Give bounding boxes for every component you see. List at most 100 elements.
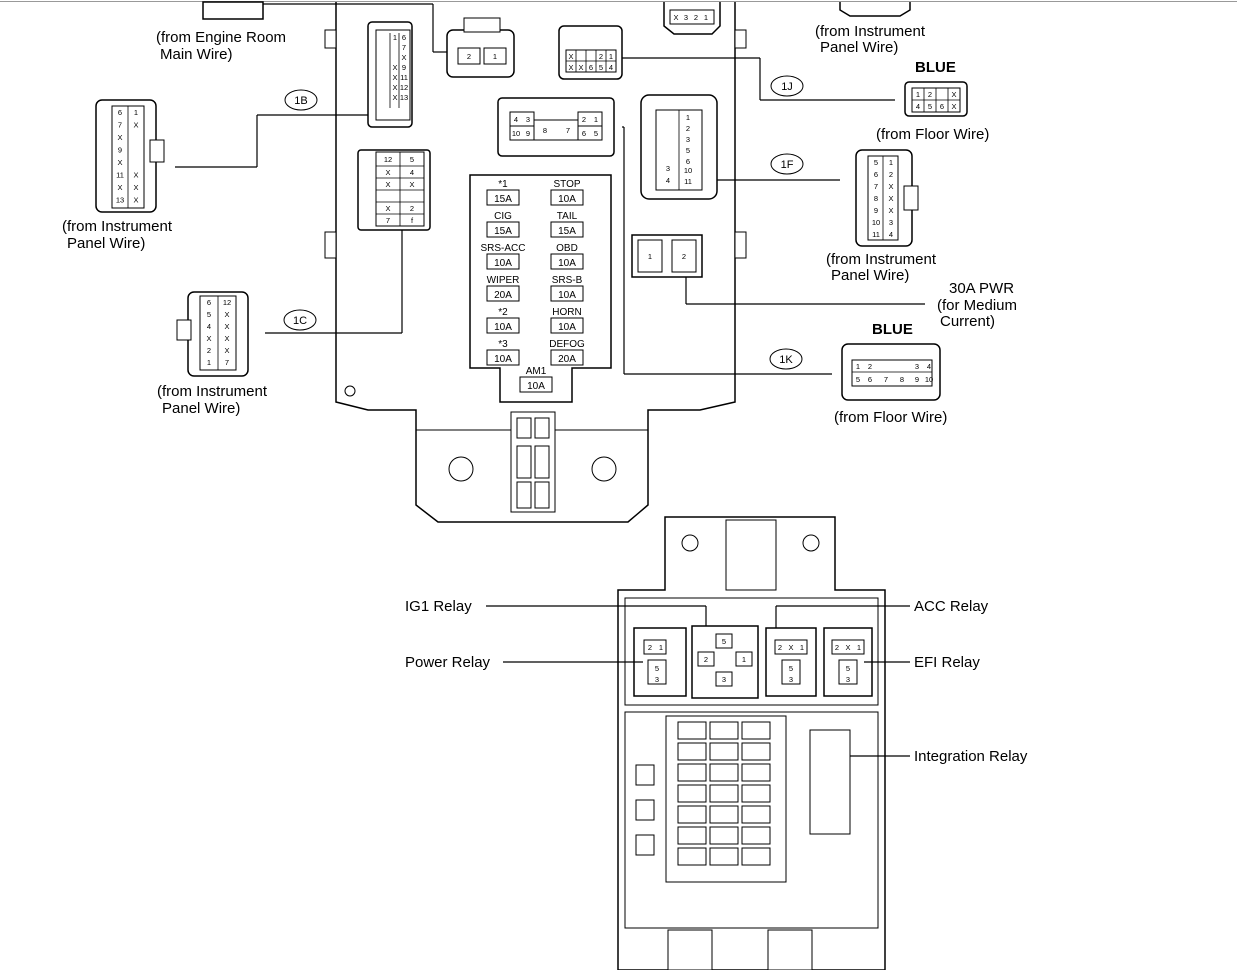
pin-label: 2 <box>889 170 893 179</box>
id-1j: 1J <box>770 75 804 97</box>
pin-label: 6 <box>589 63 593 72</box>
socket-1b: 1 6 7 X X 9 X 11 X 12 X 13 <box>367 21 413 128</box>
pin-label: 6 <box>118 108 122 117</box>
pin-label: X <box>951 90 956 99</box>
fuse-name: *2 <box>498 307 508 318</box>
pin-label: X <box>133 196 138 205</box>
power-relay-socket: 2 1 5 3 <box>633 627 687 697</box>
pin-label: 13 <box>116 196 124 205</box>
pin-label: 5 <box>655 664 659 673</box>
fuse-name: CIG <box>494 211 512 222</box>
pin-label: 3 <box>686 135 690 144</box>
connector-id: 1B <box>294 95 307 107</box>
pin-label: 2 <box>704 655 708 664</box>
wire-source-label: (from Floor Wire) <box>876 126 989 143</box>
pin-label: X <box>888 182 893 191</box>
socket-1c: 12 5 X 4 X X X 2 7 f <box>357 149 431 231</box>
fuse-rating: 10A <box>558 258 576 269</box>
relay-cell <box>741 721 771 740</box>
pin-label: X <box>568 52 573 61</box>
pin-label: 1 <box>134 108 138 117</box>
pin-label: 4 <box>410 168 414 177</box>
relay-cell <box>677 763 707 782</box>
relay-cell <box>709 742 739 761</box>
pin-label: X <box>117 183 122 192</box>
pin-label: 3 <box>655 675 659 684</box>
pin-label: X <box>117 158 122 167</box>
pin-label: 6 <box>874 170 878 179</box>
relay-cell <box>677 721 707 740</box>
ig1-relay-socket: 5 2 1 3 <box>691 625 759 699</box>
fuse-name: SRS-B <box>552 275 583 286</box>
pin-label: X <box>578 63 583 72</box>
pin-label: 6 <box>686 157 690 166</box>
pin-label: 1 <box>686 113 690 122</box>
pin-label: 6 <box>402 33 406 42</box>
pin-label: X <box>673 13 678 22</box>
fuse-name: *3 <box>498 339 508 350</box>
pin-label: X <box>392 63 397 72</box>
pin-label: 2 <box>694 13 698 22</box>
relay-cell <box>677 847 707 866</box>
pin-label: X <box>117 133 122 142</box>
pin-label: 1 <box>594 115 598 124</box>
pin-label: 5 <box>789 664 793 673</box>
wire-source-label: (from Engine Room <box>156 29 286 46</box>
acc-relay-socket: 2 X 1 5 3 <box>765 627 817 697</box>
fuse-rating: 10A <box>527 381 545 392</box>
pin-label: 2 <box>682 252 686 261</box>
pin-label: 9 <box>402 63 406 72</box>
pin-label: 5 <box>594 129 598 138</box>
pin-label: 9 <box>118 146 122 155</box>
wire-source-label: (from Instrument <box>62 218 173 235</box>
pin-label: 1 <box>207 358 211 367</box>
relay-cell <box>741 784 771 803</box>
relay-cell-grid <box>677 721 771 866</box>
pin-label: 11 <box>400 73 408 82</box>
pin-label: 3 <box>789 675 793 684</box>
pin-label: 10 <box>925 375 933 384</box>
pin-label: 9 <box>874 206 878 215</box>
pin-label: 10 <box>872 218 880 227</box>
pin-label: 1 <box>704 13 708 22</box>
pin-label: 2 <box>778 643 782 652</box>
pin-label: 7 <box>884 375 888 384</box>
connector-id: 1C <box>293 315 307 327</box>
relay-cell <box>677 784 707 803</box>
pin-label: f <box>411 216 414 225</box>
pin-label: 1 <box>856 362 860 371</box>
connector-1f <box>855 149 919 247</box>
wire-source-label: Main Wire) <box>160 46 233 63</box>
pin-label: X <box>888 206 893 215</box>
relay-cell <box>709 805 739 824</box>
fuse-rating: 10A <box>558 194 576 205</box>
fuse-rating: 10A <box>494 258 512 269</box>
relay-cell <box>741 805 771 824</box>
relay-cell <box>741 763 771 782</box>
fuse-name: STOP <box>553 179 580 190</box>
pin-label: X <box>224 310 229 319</box>
pin-label: X <box>788 643 793 652</box>
fuse-slot <box>550 221 584 238</box>
pin-label: X <box>224 322 229 331</box>
pin-label: 1 <box>742 655 746 664</box>
pin-label: 11 <box>872 230 880 239</box>
pin-label: 3 <box>526 115 530 124</box>
pin-label: 2 <box>467 52 471 61</box>
relay-cell <box>741 742 771 761</box>
pin-label: X <box>401 53 406 62</box>
fuse-slot <box>550 189 584 206</box>
wire-source-label: (from Instrument <box>157 383 268 400</box>
pin-label: 2 <box>648 643 652 652</box>
connector-1j: 1 2 X 4 5 6 X <box>904 81 968 117</box>
relay-cell <box>677 742 707 761</box>
pin-label: X <box>133 171 138 180</box>
pin-label: 8 <box>874 194 878 203</box>
pin-label: 1 <box>609 52 613 61</box>
connector-engine-room <box>202 1 447 53</box>
wire-source-label: Panel Wire) <box>820 39 898 56</box>
